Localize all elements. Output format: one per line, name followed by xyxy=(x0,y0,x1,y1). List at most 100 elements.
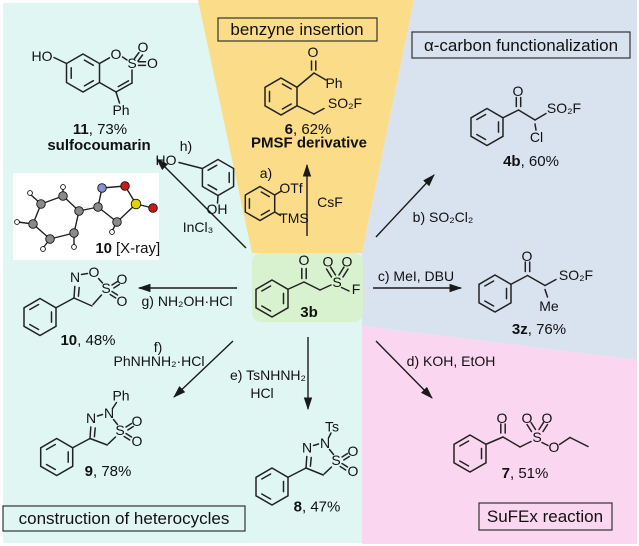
structure-10: N O S O O 10, 48% xyxy=(23,264,128,349)
atom-s: S xyxy=(332,274,341,290)
reagent-b: b) SO₂Cl₂ xyxy=(413,209,474,225)
atom-so2f: SO₂F xyxy=(328,95,362,111)
atom-o: O xyxy=(323,254,334,270)
atom-o: O xyxy=(513,83,524,99)
reagent-f-line2: PhNHNH₂·HCl xyxy=(114,353,205,369)
atom-n: N xyxy=(104,405,114,421)
compound-4b-label: 4b, 60% xyxy=(503,153,559,170)
arrows xyxy=(137,158,463,411)
atom-s: S xyxy=(101,280,110,296)
reagent-labels: a) CsF b) SO₂Cl₂ c) MeI, DBU d) KOH, EtO… xyxy=(114,138,496,401)
compound-10-label: 10, 48% xyxy=(60,332,115,349)
reagent-a: a) xyxy=(260,165,272,181)
compound-6-name: PMSF derivative xyxy=(251,135,367,152)
atom-f: F xyxy=(352,281,361,297)
structure-6: O Ph SO₂F 6, 62% PMSF derivative xyxy=(251,44,367,152)
xray-inset: 10 [X-ray] xyxy=(13,173,160,260)
atom-n: N xyxy=(320,435,330,451)
atom-so2f: SO₂F xyxy=(547,100,581,116)
structure-4b: O SO₂F Cl 4b, 60% xyxy=(470,83,581,170)
atom-ts: Ts xyxy=(325,419,339,435)
region-heterocycles-bg xyxy=(3,3,363,543)
reagent-f-line1: f) xyxy=(154,339,163,355)
atom-ph: Ph xyxy=(112,102,129,118)
hetero-label-box xyxy=(2,505,246,532)
benzyne-label-box xyxy=(217,17,378,42)
compound-3b-label: 3b xyxy=(300,304,318,321)
atom-ph: Ph xyxy=(112,388,129,404)
atom-s: S xyxy=(331,452,340,468)
atom-o: O xyxy=(117,293,128,309)
xray-label-text: [X-ray] xyxy=(116,240,160,257)
xray-label-number: 10 xyxy=(95,240,112,257)
atom-ho: HO xyxy=(32,48,53,64)
compound-7-label: 7, 51% xyxy=(502,465,549,482)
atom-me: Me xyxy=(539,298,559,314)
structure-benzyne-precursor: OTf TMS xyxy=(244,180,309,226)
atom-oh: OH xyxy=(207,201,228,217)
reagent-d: d) KOH, EtOH xyxy=(407,353,496,369)
xray-o-atom xyxy=(120,181,130,191)
sufex-label-box xyxy=(478,502,613,531)
atom-o: O xyxy=(299,252,310,268)
compound-11-name: sulfocoumarin xyxy=(47,137,150,154)
structure-9: N N Ph S O O 9, 78% xyxy=(39,388,143,480)
atom-o: O xyxy=(549,439,560,455)
xray-c-atom xyxy=(58,191,68,201)
region-benzyne-bg xyxy=(198,0,414,253)
structure-resorcinol: HO OH xyxy=(156,152,235,217)
hetero-label: construction of heterocycles xyxy=(19,509,230,528)
region-labels: benzyne insertion α-carbon functionaliza… xyxy=(2,17,631,532)
reagent-e-line2: HCl xyxy=(250,385,273,401)
structure-7: O S O O O 7, 51% xyxy=(453,410,589,482)
xray-h-atom xyxy=(60,184,66,190)
reagent-incl3: InCl₃ xyxy=(183,219,214,235)
atom-so2f: SO₂F xyxy=(559,267,593,283)
reagent-csf: CsF xyxy=(317,194,343,210)
atom-n: N xyxy=(86,410,96,426)
atom-n: N xyxy=(302,440,312,456)
compound-9-label: 9, 78% xyxy=(85,463,132,480)
xray-n-atom xyxy=(97,183,107,193)
atom-tms: TMS xyxy=(279,210,309,226)
atom-cl: Cl xyxy=(530,129,543,145)
atom-o: O xyxy=(132,433,143,449)
atom-otf: OTf xyxy=(279,180,302,196)
alpha-label-box xyxy=(411,31,631,59)
atom-s: S xyxy=(127,55,136,71)
background-regions xyxy=(3,0,637,544)
xray-s-atom xyxy=(130,198,142,210)
atom-o: O xyxy=(342,254,353,270)
atom-o: O xyxy=(308,44,319,60)
compound-6-label: 6, 62% xyxy=(285,121,332,138)
atom-o: O xyxy=(497,410,508,426)
atom-o: O xyxy=(147,55,158,71)
atom-o: O xyxy=(522,410,533,426)
benzyne-label: benzyne insertion xyxy=(230,20,363,39)
arrow-b xyxy=(375,174,435,238)
atom-o: O xyxy=(89,264,100,280)
reagent-g: g) NH₂OH·HCl xyxy=(142,293,233,309)
compound-3z-label: 3z, 76% xyxy=(512,321,566,338)
arrow-f xyxy=(173,340,234,398)
structure-11-sulfocoumarin: HO O S O O Ph 11, 73% sulfocoumarin xyxy=(32,39,159,154)
structure-3b: O S O O F 3b xyxy=(255,252,361,321)
atom-o: O xyxy=(132,413,143,429)
compound-11-label: 11, 73% xyxy=(73,121,127,138)
xray-image-box xyxy=(13,173,159,260)
atom-o: O xyxy=(138,39,149,55)
atom-ph: Ph xyxy=(325,75,342,91)
reagent-h: h) xyxy=(180,138,192,154)
region-alpha-bg xyxy=(362,0,637,360)
structure-8: N N Ts S O O 8, 47% xyxy=(255,419,359,516)
reagent-e-line1: e) TsNHNH₂ xyxy=(230,367,306,383)
reagent-c: c) MeI, DBU xyxy=(378,268,454,284)
structure-3z: O SO₂F Me 3z, 76% xyxy=(478,248,593,338)
arrow-d xyxy=(375,340,433,399)
region-sufex-bg xyxy=(362,326,637,544)
atom-ho: HO xyxy=(156,152,177,168)
atom-o: O xyxy=(522,248,533,264)
arrow-h xyxy=(156,158,247,249)
sufex-label: SuFEx reaction xyxy=(487,507,603,526)
alpha-label: α-carbon functionalization xyxy=(424,36,618,55)
